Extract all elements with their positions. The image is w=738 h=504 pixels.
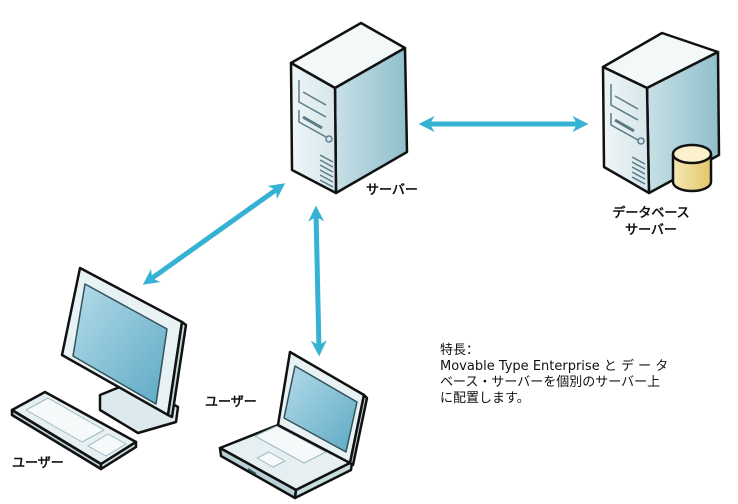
web-server-label: サーバー: [366, 183, 418, 198]
description-line: Movable Type Enterprise と デ ー タ: [440, 359, 669, 374]
connection-arrows: [142, 115, 589, 357]
description-line: に配置します。: [440, 391, 530, 406]
description-heading: 特長：: [440, 343, 480, 358]
laptop-computer-icon: [218, 350, 369, 500]
web-server-icon: [289, 21, 409, 195]
feature-description: 特長： Movable Type Enterprise と デ ー タ ベース・…: [440, 343, 732, 407]
database-server-label: データベース サーバー: [601, 205, 701, 239]
arrow-server-to-laptop: [308, 205, 327, 357]
database-cylinder-icon: [671, 143, 713, 193]
desktop-user-label: ユーザー: [12, 456, 64, 471]
database-server-label-line-1: データベース: [612, 206, 690, 221]
database-server-label-line-2: サーバー: [625, 223, 677, 238]
desktop-computer-icon: [10, 266, 188, 471]
description-line: ベース・サーバーを個別のサーバー上: [440, 375, 661, 390]
laptop-user-label: ユーザー: [205, 395, 257, 410]
arrow-server-to-desktop: [142, 183, 286, 285]
